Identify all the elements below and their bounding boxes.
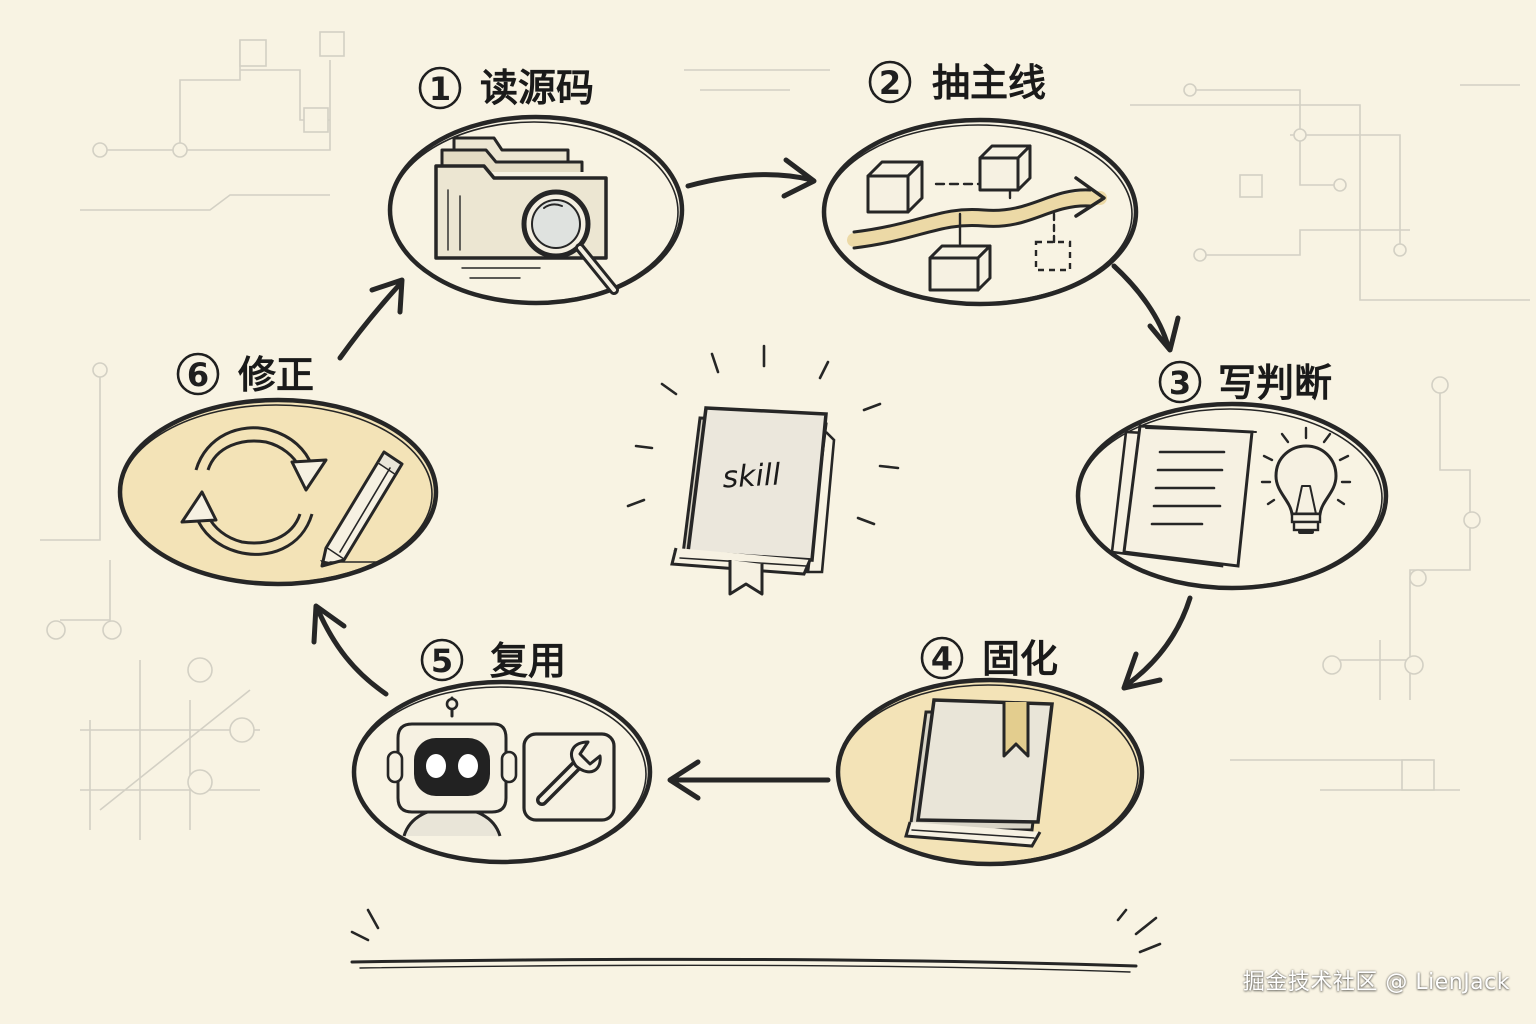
step-4-node: 4 固化 <box>835 636 1145 867</box>
step-2-heading: 2 抽主线 <box>868 60 1046 105</box>
arrow-3-to-4 <box>1121 595 1193 691</box>
step-5-label: 复用 <box>490 639 566 683</box>
step-4-heading: 4 固化 <box>920 636 1058 681</box>
cycle-arrows <box>311 157 1193 801</box>
arrow-5-to-6 <box>311 603 389 697</box>
step-1-heading: 1 读源码 <box>418 66 594 110</box>
step-5-number: 5 <box>431 642 453 680</box>
step-6-node: 6 修正 <box>117 352 439 587</box>
watermark-text: 掘金技术社区 @ LienJack <box>1242 970 1510 995</box>
arrow-4-to-5 <box>667 759 831 801</box>
step-number-badge <box>420 638 464 682</box>
step-1-node: 1 读源码 <box>387 66 685 306</box>
document-idea-icon <box>1110 424 1352 568</box>
step-6-number: 6 <box>187 356 209 394</box>
step-3-node: 3 写判断 <box>1075 360 1389 591</box>
step-number-badge <box>920 636 964 680</box>
step-number-badge <box>1158 360 1202 404</box>
step-3-heading: 3 写判断 <box>1158 360 1332 405</box>
step-number-badge <box>418 66 462 110</box>
step-6-heading: 6 修正 <box>176 352 314 397</box>
folder-search-icon <box>434 136 619 295</box>
step-3-number: 3 <box>1169 364 1191 402</box>
step-2-label: 抽主线 <box>932 61 1046 105</box>
center-skill-label: skill <box>722 457 782 495</box>
center-skill-book: skill <box>626 344 900 596</box>
robot-tool-icon <box>386 696 616 837</box>
step-6-label: 修正 <box>238 353 314 397</box>
sparkle-lines <box>626 344 900 526</box>
arrow-6-to-1 <box>337 277 405 361</box>
step-1-label: 读源码 <box>480 66 594 110</box>
step-4-number: 4 <box>931 640 953 678</box>
step-1-number: 1 <box>429 70 451 108</box>
step-2-node: 2 抽主线 <box>821 60 1139 307</box>
step-5-node: 5 复用 <box>351 638 653 865</box>
step-3-label: 写判断 <box>1218 361 1332 405</box>
flow-extract-icon <box>847 144 1107 292</box>
bottom-underline <box>350 908 1162 973</box>
step-number-badge <box>176 352 220 396</box>
arrow-2-to-3 <box>1111 263 1181 353</box>
step-4-label: 固化 <box>982 637 1058 681</box>
step-number-badge <box>868 60 912 104</box>
refresh-pencil-icon <box>180 426 404 568</box>
step-5-heading: 5 复用 <box>420 638 566 683</box>
arrow-1-to-2 <box>685 157 817 199</box>
step-2-number: 2 <box>879 64 901 102</box>
book-icon <box>904 698 1054 848</box>
